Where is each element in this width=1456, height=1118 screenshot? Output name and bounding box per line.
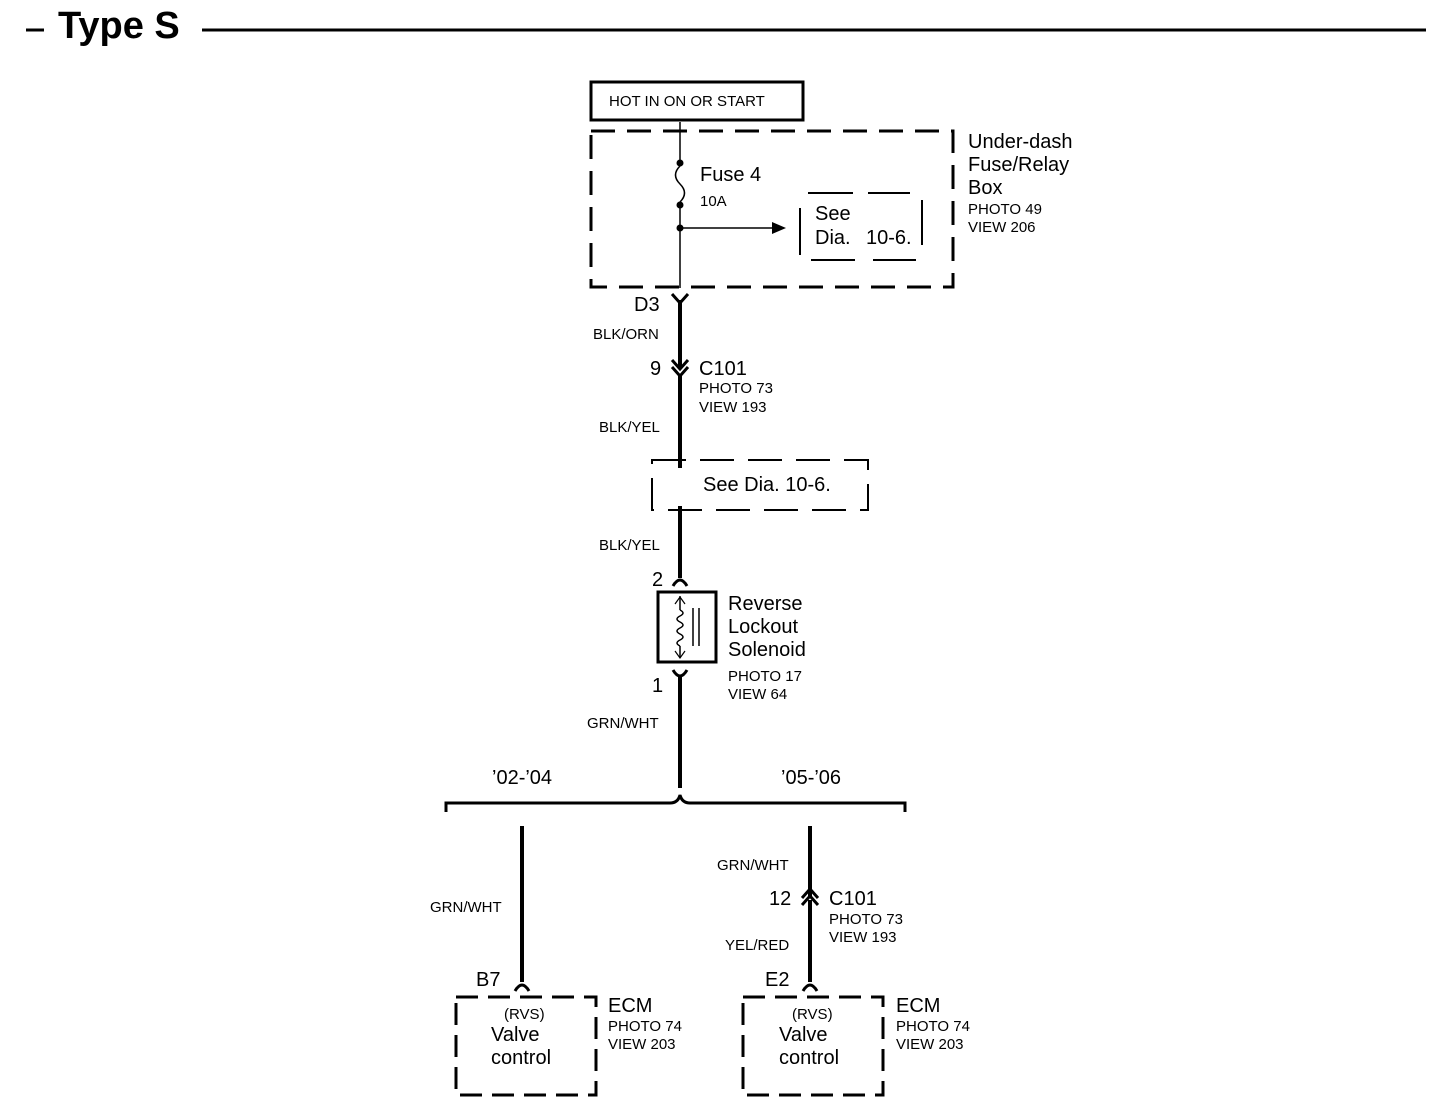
wire-blk-orn-label: BLK/ORN	[593, 326, 659, 343]
pin-e2: E2	[765, 969, 789, 991]
fuse-box-name-1: Under-dash	[968, 131, 1073, 153]
connector-c101-right-icon-b	[800, 893, 820, 906]
solenoid-name-2: Lockout	[728, 616, 798, 638]
see-ref-1-line2: Dia.	[815, 227, 851, 249]
ecm-left-line1: Valve	[491, 1024, 540, 1046]
fuse-box-photo: PHOTO 49	[968, 201, 1042, 218]
fuse-box-view: VIEW 206	[968, 219, 1036, 236]
ecm-left-box	[454, 995, 598, 1097]
wire-blk-yel-2-label: BLK/YEL	[599, 537, 660, 554]
ecm-right-sub: (RVS)	[792, 1006, 833, 1023]
power-source-box	[589, 80, 805, 122]
ecm-right-line2: control	[779, 1047, 839, 1069]
ecm-right-box	[741, 995, 885, 1097]
pin-b7: B7	[476, 969, 500, 991]
solenoid-pin-2-icon	[671, 578, 689, 587]
wire-blk-yel-1-label: BLK/YEL	[599, 419, 660, 436]
c101-name: C101	[699, 358, 747, 380]
solenoid-pin-bottom: 1	[652, 675, 663, 697]
wire-grn-wht-main-label: GRN/WHT	[587, 715, 659, 732]
c101-view: VIEW 193	[699, 399, 767, 416]
years-left: ’02-’04	[492, 767, 552, 789]
ecm-left-view: VIEW 203	[608, 1036, 676, 1053]
ecm-right-photo: PHOTO 74	[896, 1018, 970, 1035]
solenoid-box	[656, 590, 718, 664]
wire-left-grn-wht-label: GRN/WHT	[430, 899, 502, 916]
fuse-box-name-3: Box	[968, 177, 1002, 199]
ecm-left-sub: (RVS)	[504, 1006, 545, 1023]
arrow-head-icon	[772, 222, 786, 234]
solenoid-name-1: Reverse	[728, 593, 802, 615]
pin-d3: D3	[634, 294, 660, 316]
solenoid-photo: PHOTO 17	[728, 668, 802, 685]
c101-right-name: C101	[829, 888, 877, 910]
section-title: Type S	[58, 5, 180, 47]
pin-b7-icon	[513, 983, 531, 992]
c101-right-view: VIEW 193	[829, 929, 897, 946]
solenoid-arrow-bottom-icon	[674, 650, 686, 660]
wire-right-yel-red-label: YEL/RED	[725, 937, 789, 954]
c101-pin: 9	[650, 358, 661, 380]
fuse-terminal-top	[676, 159, 684, 167]
fuse-4-symbol	[674, 165, 686, 203]
fuse-rating: 10A	[700, 193, 727, 210]
fuse-relay-box	[589, 129, 955, 289]
connector-c101-icon-a	[670, 359, 690, 372]
ecm-right-name: ECM	[896, 995, 940, 1017]
see-ref-2-label: See Dia. 10-6.	[703, 474, 831, 496]
see-ref-2-box	[651, 459, 869, 511]
c101-right-photo: PHOTO 73	[829, 911, 903, 928]
fuse-box-name-2: Fuse/Relay	[968, 154, 1069, 176]
solenoid-name-3: Solenoid	[728, 639, 806, 661]
power-source-label: HOT IN ON OR START	[609, 93, 765, 110]
solenoid-view: VIEW 64	[728, 686, 787, 703]
c101-right-pin: 12	[769, 888, 791, 910]
ecm-left-name: ECM	[608, 995, 652, 1017]
ecm-left-line2: control	[491, 1047, 551, 1069]
fuse-name: Fuse 4	[700, 164, 761, 186]
ecm-right-line1: Valve	[779, 1024, 828, 1046]
ecm-right-view: VIEW 203	[896, 1036, 964, 1053]
year-split-bracket	[444, 794, 907, 812]
wire-right-grn-wht-label: GRN/WHT	[717, 857, 789, 874]
c101-photo: PHOTO 73	[699, 380, 773, 397]
see-ref-1-line3: 10-6.	[866, 227, 912, 249]
connector-c101-right-icon-a	[800, 886, 820, 899]
solenoid-coil-icon	[676, 609, 684, 647]
pin-e2-icon	[801, 983, 819, 992]
see-ref-1-line1: See	[815, 203, 851, 225]
solenoid-arrow-top-icon	[674, 595, 686, 605]
ecm-left-photo: PHOTO 74	[608, 1018, 682, 1035]
years-right: ’05-’06	[781, 767, 841, 789]
solenoid-pin-top: 2	[652, 569, 663, 591]
